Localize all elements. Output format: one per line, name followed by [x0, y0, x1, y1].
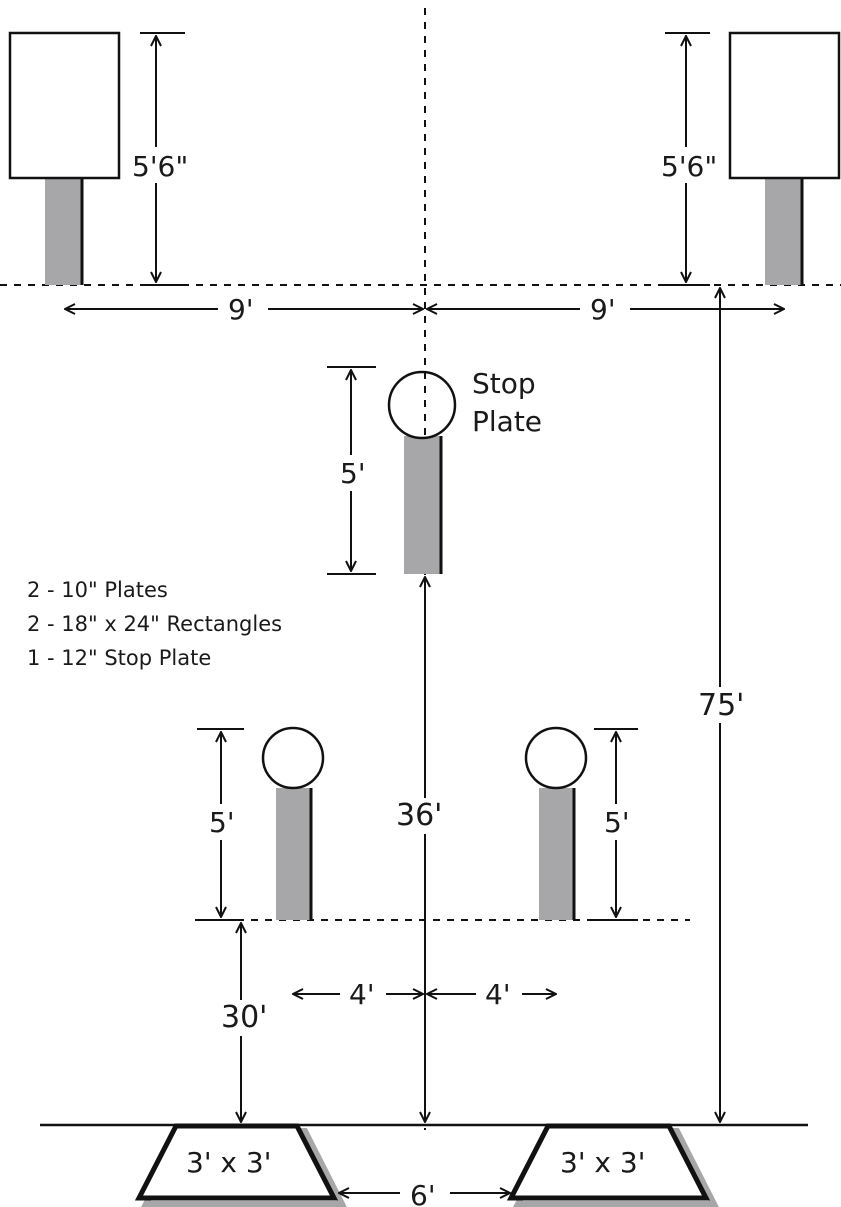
box-spacing-label: 6': [410, 1179, 436, 1207]
plate-left-height-label: 5': [209, 806, 235, 839]
stop-plate-distance-label: 36': [396, 798, 442, 833]
plate-right-height-label: 5': [604, 806, 630, 839]
plate-right-face: [524, 726, 588, 790]
rect-left-face: [8, 31, 121, 180]
plate-target-left: [261, 726, 325, 920]
plates-distance-label: 30': [221, 1000, 267, 1035]
target-legend: 2 - 10" Plates 2 - 18" x 24" Rectangles …: [27, 578, 282, 670]
shooting-box-left-label: 3' x 3': [186, 1146, 271, 1179]
shooting-box-right: 3' x 3': [506, 1123, 719, 1207]
rect-left-post: [45, 178, 82, 285]
plate-left-offset-label: 4': [349, 978, 375, 1011]
rectangle-target-left: [8, 31, 121, 285]
plate-target-right: [524, 726, 588, 920]
shooting-box-right-label: 3' x 3': [560, 1146, 645, 1179]
legend-item: 2 - 18" x 24" Rectangles: [27, 612, 282, 636]
rect-left-offset-label: 9': [228, 293, 254, 326]
shooting-box-left: 3' x 3': [134, 1123, 347, 1207]
stop-plate-height-label: 5': [340, 457, 366, 490]
rect-right-post: [765, 178, 802, 285]
rectangles-distance-label: 75': [698, 688, 744, 723]
plate-left-face: [261, 726, 325, 790]
rectangle-target-right: [728, 31, 841, 285]
plate-right-post: [539, 788, 574, 920]
rect-right-offset-label: 9': [590, 293, 616, 326]
rect-right-height-label: 5'6": [661, 150, 717, 183]
legend-item: 1 - 12" Stop Plate: [27, 646, 211, 670]
stop-plate-target: [387, 370, 457, 574]
legend-item: 2 - 10" Plates: [27, 578, 168, 602]
stop-plate-label-line1: Stop: [472, 367, 536, 400]
stop-plate-face: [387, 370, 457, 440]
plate-left-post: [276, 788, 311, 920]
rect-left-height-label: 5'6": [132, 150, 188, 183]
stop-plate-post: [404, 436, 441, 574]
rect-right-face: [728, 31, 841, 180]
stop-plate-label-line2: Plate: [472, 405, 542, 438]
plate-right-offset-label: 4': [485, 978, 511, 1011]
